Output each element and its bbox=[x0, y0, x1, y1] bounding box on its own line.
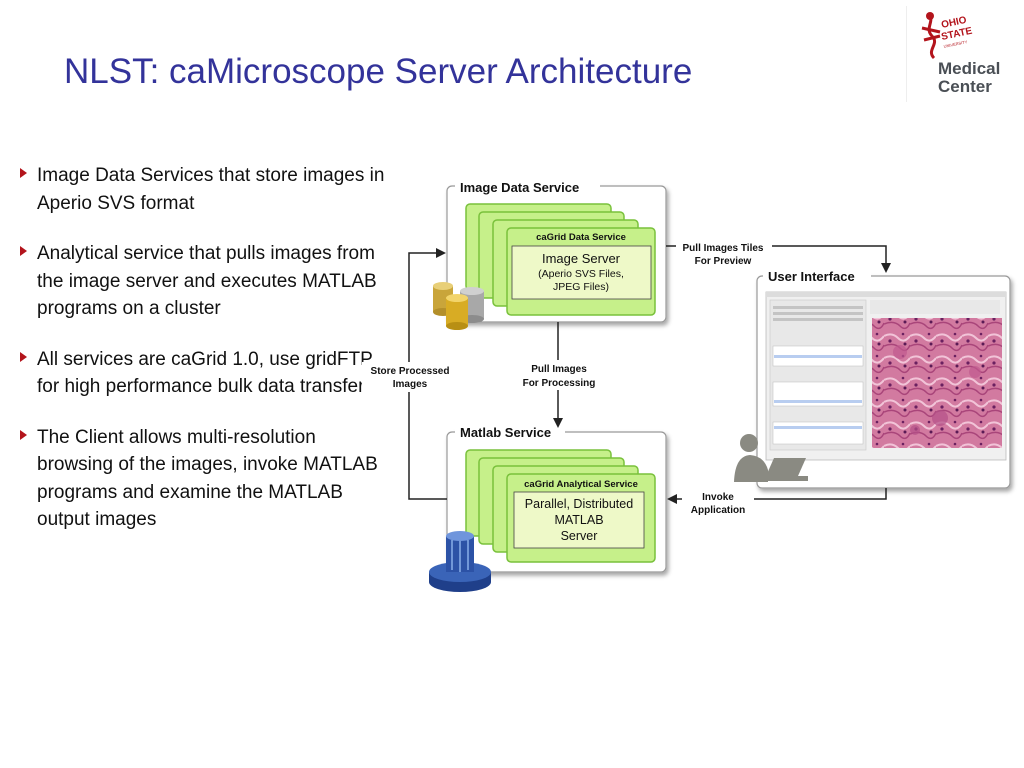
logo-center: Center bbox=[938, 77, 992, 96]
image-data-service-label: Image Data Service bbox=[460, 180, 579, 195]
bullet-list: Image Data Services that store images in… bbox=[20, 162, 390, 557]
ohio-state-logo-mark: OHIO STATE UNIVERSITY bbox=[905, 6, 974, 102]
image-server-title: Image Server bbox=[542, 251, 621, 266]
bullet-item: The Client allows multi-resolution brows… bbox=[20, 424, 390, 534]
bullet-arrow-icon bbox=[20, 351, 27, 362]
logo-medical: Medical bbox=[938, 59, 1001, 78]
arrow-invoke-application: Invoke Application bbox=[667, 488, 887, 516]
image-server-line2: (Aperio SVS Files, bbox=[538, 268, 624, 280]
pull-tiles-label-1: Pull Images Tiles bbox=[683, 243, 764, 254]
matlab-server-line2: MATLAB bbox=[554, 513, 603, 527]
bullet-text: Image Data Services that store images in… bbox=[37, 165, 385, 214]
user-interface-label: User Interface bbox=[768, 269, 855, 284]
pull-processing-label-1: Pull Images bbox=[531, 364, 587, 375]
arrow-store-processed-images: Store Processed Images bbox=[362, 248, 458, 500]
svg-text:UNIVERSITY: UNIVERSITY bbox=[943, 39, 968, 49]
arrow-pull-image-tiles: Pull Images Tiles For Preview bbox=[666, 240, 891, 273]
bullet-item: Image Data Services that store images in… bbox=[20, 162, 390, 217]
image-data-service-box: Image Data Service caGrid Data Service I… bbox=[446, 178, 667, 323]
ohio-state-medical-center-logo: OHIO STATE UNIVERSITY Medical Center bbox=[905, 6, 1018, 102]
database-icon bbox=[433, 282, 484, 330]
medical-center-text: Medical Center bbox=[938, 60, 1000, 96]
matlab-server-line3: Server bbox=[561, 529, 598, 543]
histology-image bbox=[872, 318, 1002, 448]
matlab-service-box: Matlab Service caGrid Analytical Service… bbox=[446, 424, 667, 573]
client-app-screenshot bbox=[765, 291, 1007, 461]
bullet-arrow-icon bbox=[20, 429, 27, 440]
matlab-service-label: Matlab Service bbox=[460, 425, 551, 440]
matlab-server-line1: Parallel, Distributed bbox=[525, 497, 633, 511]
arrow-pull-images-processing: Pull Images For Processing bbox=[514, 322, 604, 428]
user-at-laptop-icon bbox=[734, 434, 808, 482]
cagrid-analytical-service-label: caGrid Analytical Service bbox=[524, 479, 638, 490]
bullet-arrow-icon bbox=[20, 168, 27, 178]
bullet-arrow-icon bbox=[20, 246, 27, 256]
pull-tiles-label-2: For Preview bbox=[695, 256, 752, 267]
bullet-item: Analytical service that pulls images fro… bbox=[20, 240, 390, 323]
bullet-text: All services are caGrid 1.0, use gridFTP… bbox=[37, 348, 373, 398]
bullet-text: Analytical service that pulls images fro… bbox=[37, 243, 377, 319]
cagrid-data-service-label: caGrid Data Service bbox=[536, 232, 626, 243]
bullet-text: The Client allows multi-resolution brows… bbox=[37, 426, 378, 531]
invoke-label-2: Application bbox=[691, 505, 745, 516]
cluster-icon bbox=[429, 531, 491, 592]
invoke-label-1: Invoke bbox=[702, 492, 734, 503]
store-label-2: Images bbox=[393, 379, 428, 390]
bullet-item: All services are caGrid 1.0, use gridFTP… bbox=[20, 346, 390, 401]
slide-title: NLST: caMicroscope Server Architecture bbox=[64, 52, 693, 91]
pull-processing-label-2: For Processing bbox=[523, 378, 596, 389]
user-interface-box: User Interface bbox=[756, 268, 1011, 489]
image-server-line3: JPEG Files) bbox=[553, 281, 609, 293]
store-label-1: Store Processed bbox=[371, 366, 450, 377]
svg-text:OHIO: OHIO bbox=[940, 15, 968, 31]
